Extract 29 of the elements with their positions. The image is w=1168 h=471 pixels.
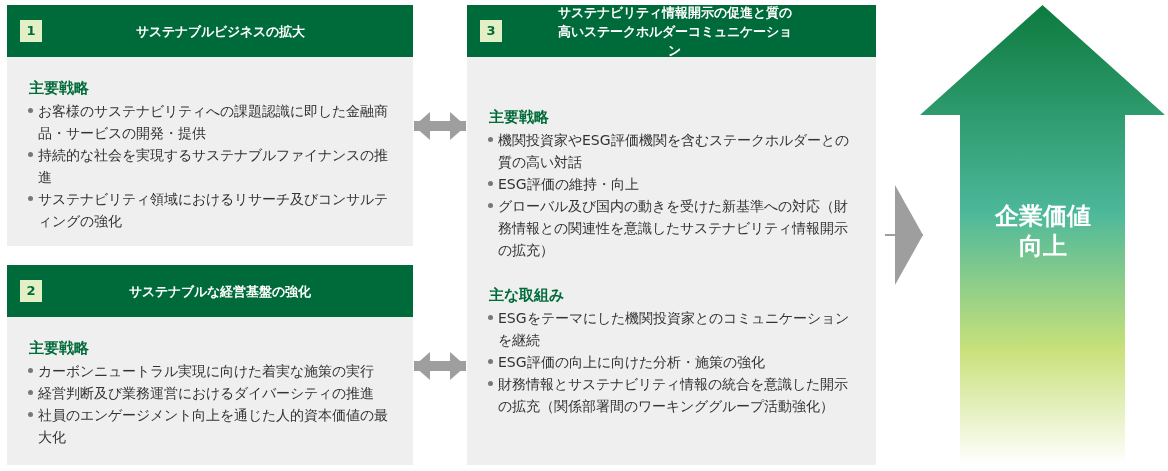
bullet-item: 機関投資家やESG評価機関を含むステークホルダーとの質の高い対話 — [498, 132, 849, 170]
bullet-item: ESGをテーマにした機関投資家とのコミュニケーションを継続 — [498, 310, 849, 348]
bullet-item: 財務情報とサステナビリティ情報の統合を意識した開示の拡充（関係部署間のワーキンググループ活動強化） — [498, 376, 848, 414]
panel-heading: サステナビリティ情報開示の促進と質の高いステークホルダーコミュニケーション — [556, 5, 793, 57]
bullet-item: ESG評価の維持・向上 — [498, 176, 639, 192]
strategy-panel — [467, 5, 876, 465]
section-heading: 主な取組み — [489, 286, 565, 305]
bullet-item: 持続的な社会を実現するサステナブルファイナンスの推進 — [38, 147, 388, 185]
panel-heading: サステナブルな経営基盤の強化 — [128, 282, 312, 301]
number-badge: 2 — [20, 280, 42, 302]
strategy-panel — [7, 265, 413, 465]
double-arrow — [414, 352, 466, 380]
section-heading: 主要戦略 — [29, 339, 90, 358]
number-badge: 1 — [20, 20, 42, 42]
goal-label: 企業価値向上 — [993, 201, 1092, 261]
bullet-item: お客様のサステナビリティへの課題認識に即した金融商品・サービスの開発・提供 — [38, 103, 388, 141]
number-badge: 3 — [480, 20, 502, 42]
bullet-item: 社員のエンゲージメント向上を通じた人的資本価値の最大化 — [38, 407, 388, 445]
section-heading: 主要戦略 — [29, 79, 90, 98]
panel-heading: サステナブルビジネスの拡大 — [134, 22, 306, 41]
strategy-panel — [7, 5, 413, 246]
bullet-item: ESG評価の向上に向けた分析・施策の強化 — [498, 354, 765, 370]
bullet-item: カーボンニュートラル実現に向けた着実な施策の実行 — [38, 363, 374, 379]
section-heading: 主要戦略 — [489, 108, 550, 127]
double-arrow — [414, 112, 466, 140]
bullet-item: 経営判断及び業務運営におけるダイバーシティの推進 — [38, 385, 374, 401]
bullet-item: グローバル及び国内の動きを受けた新基準への対応（財務情報との関連性を意識したサステナビリティ情報開示の拡充） — [498, 198, 848, 258]
bullet-item: サステナビリティ領域におけるリサーチ及びコンサルティングの強化 — [38, 191, 388, 229]
chevron-arrow — [884, 185, 924, 285]
